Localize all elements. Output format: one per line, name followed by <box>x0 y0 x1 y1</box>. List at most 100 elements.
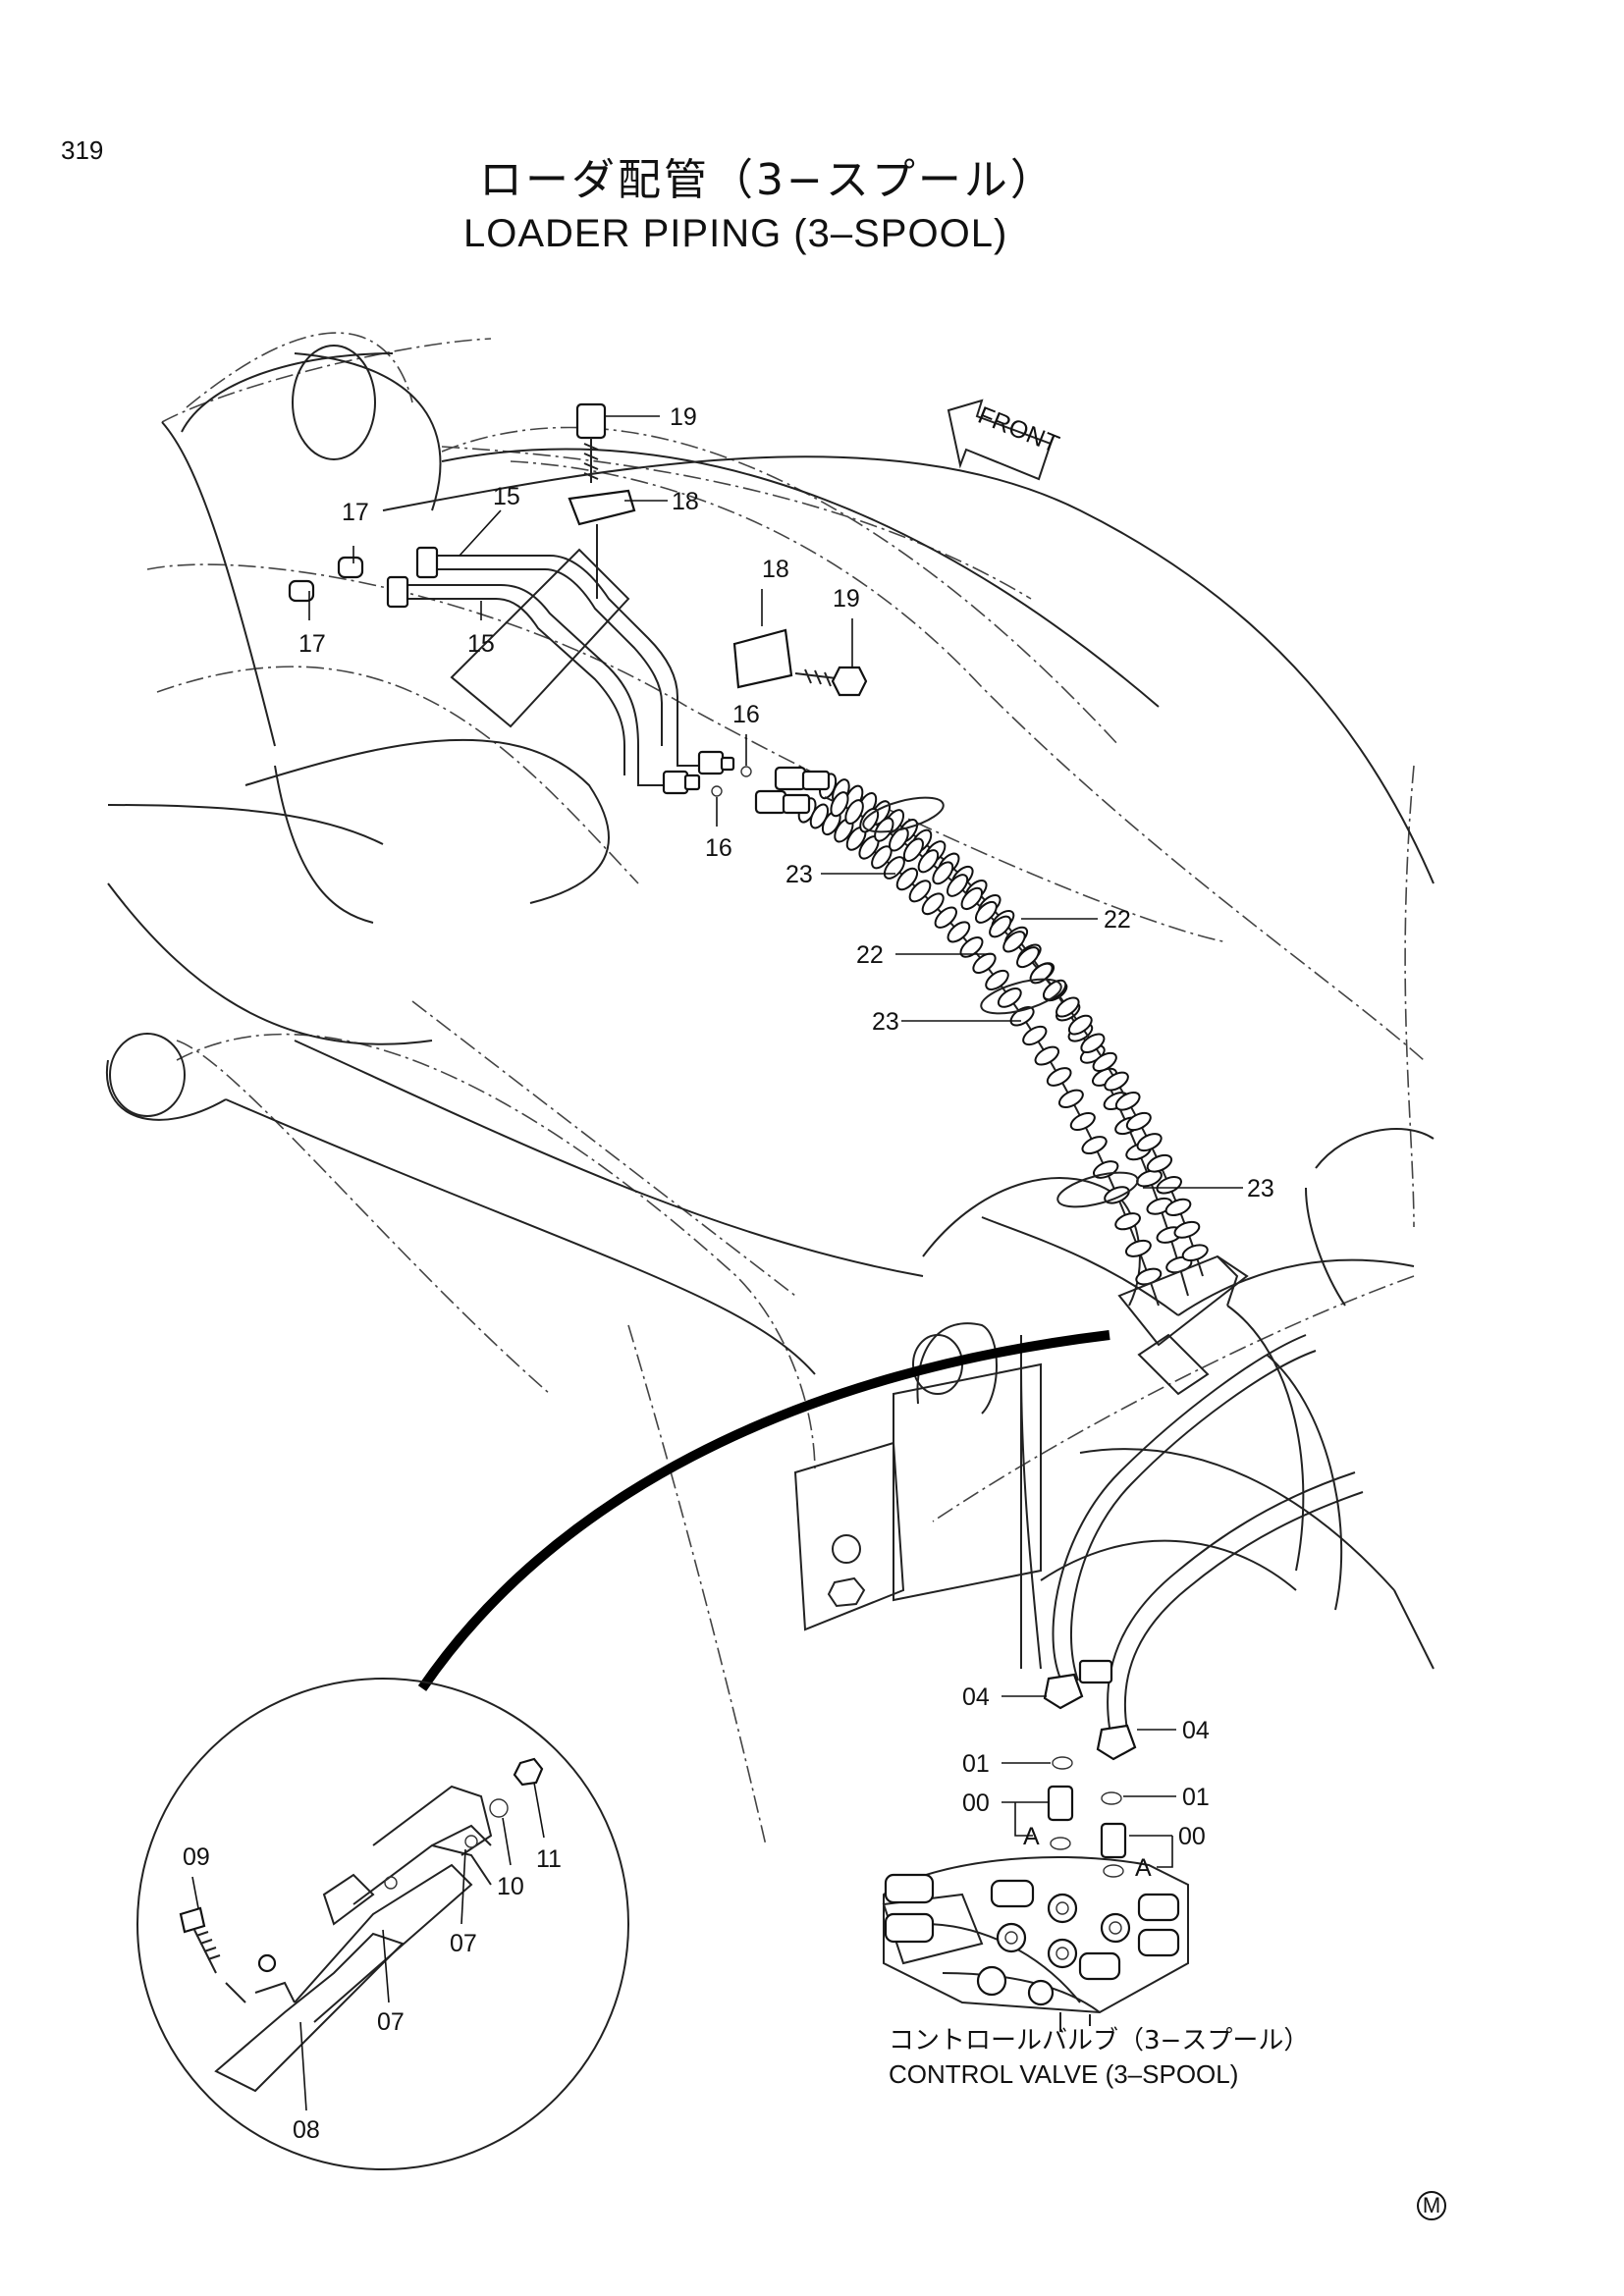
spiral-guard-segment <box>844 799 864 825</box>
callout-01-right: 01 <box>1182 1784 1210 1811</box>
control-valve-caption-japanese: コントロールバルブ（3−スプール） <box>889 2026 1310 2056</box>
spiral-guard-segment <box>830 791 849 818</box>
callout-23-c: 23 <box>1247 1175 1274 1202</box>
spiral-guard-segment <box>1156 1176 1182 1195</box>
callout-04-left: 04 <box>962 1683 990 1711</box>
callout-23-b: 23 <box>872 1008 899 1036</box>
pipe-line-15 <box>386 546 735 795</box>
spiral-guard-segment <box>921 892 945 916</box>
callout-numbers: 19 18 17 15 17 15 18 19 16 16 23 22 22 2… <box>183 403 1274 2144</box>
callout-17-lower: 17 <box>298 630 326 658</box>
spiral-guard-segment <box>960 886 984 911</box>
callout-18-lower: 18 <box>762 556 789 583</box>
spiral-guard-segment <box>932 861 954 885</box>
detail-view-circle <box>136 1330 1110 2170</box>
o-ring-16-lower <box>711 785 723 797</box>
spiral-guard-segment <box>1022 1025 1048 1046</box>
spiral-guard-segment <box>908 880 932 903</box>
page-title-english: LOADER PIPING (3–SPOOL) <box>463 212 1008 255</box>
detail-leader-curve <box>417 1330 1110 1691</box>
clamp-18-lower <box>732 628 793 689</box>
callout-00-right: 00 <box>1178 1823 1206 1850</box>
spiral-guard-segment <box>1046 1067 1072 1087</box>
hose-top-fittings <box>754 766 831 815</box>
plug-17-upper <box>337 556 364 579</box>
spiral-guard-segment <box>1104 1071 1129 1092</box>
spiral-guard-segment <box>974 900 998 924</box>
spiral-guard-segment <box>917 849 940 874</box>
page-title-japanese: ローダ配管（3−スプール） <box>479 155 1056 205</box>
spiral-guard-segment <box>1093 1160 1119 1179</box>
callout-22-a: 22 <box>1104 906 1131 934</box>
spiral-guard-segment <box>1114 1212 1141 1231</box>
callout-15-upper: 15 <box>493 483 520 510</box>
callout-18-upper: 18 <box>672 488 699 515</box>
spiral-guard-segment <box>1114 1092 1141 1111</box>
callout-11: 11 <box>536 1845 562 1873</box>
spiral-guard-segment <box>1002 931 1026 953</box>
clamp-and-bolt-parts <box>288 402 868 797</box>
spiral-guard-segment <box>1125 1111 1152 1132</box>
lower-hose-04-assembly <box>1043 1334 1364 1878</box>
o-ring-16-upper <box>740 766 752 777</box>
adapter-00-left <box>1047 1785 1074 1822</box>
spiral-guard-segment <box>1124 1239 1152 1257</box>
callout-a-right: A <box>1135 1854 1152 1882</box>
spiral-guard-segment <box>902 837 924 863</box>
spiral-guard-segment <box>1081 1136 1108 1155</box>
clamp-18-upper <box>568 489 636 526</box>
spiral-guard-segment <box>947 921 971 943</box>
hose-04-right-nut <box>1096 1724 1137 1761</box>
callout-08: 08 <box>293 2116 320 2144</box>
spiral-guard-segment <box>1034 1045 1060 1066</box>
hose-line <box>824 796 1204 1277</box>
callout-19-lower: 19 <box>833 585 860 613</box>
spiral-guard-segment <box>1136 1133 1163 1152</box>
callout-leader-lines <box>191 415 1243 2111</box>
spiral-guard-segment <box>947 874 969 897</box>
front-label: FRONT <box>974 401 1062 458</box>
adapter-00-right <box>1100 1822 1127 1859</box>
callout-07-upper: 07 <box>450 1930 477 1957</box>
spiral-guard-segment <box>1146 1153 1173 1173</box>
spiral-guard-segment <box>1080 1033 1106 1054</box>
callout-15-lower: 15 <box>467 630 495 658</box>
page-number: 319 <box>61 135 104 165</box>
bolt-19-upper-head <box>575 402 607 440</box>
detail-nut-11 <box>513 1757 544 1787</box>
callout-09: 09 <box>183 1843 210 1871</box>
callout-00-left: 00 <box>962 1789 990 1817</box>
hose-band-23 <box>1056 1171 1139 1208</box>
hose-support-bracket <box>1117 1255 1249 1396</box>
spiral-guard-segment <box>1181 1244 1209 1262</box>
loader-arm-phantom-outline <box>146 332 1425 1846</box>
callout-07-lower: 07 <box>377 2008 405 2036</box>
hose-04-left-nut <box>1043 1673 1084 1710</box>
spiral-guard-segment <box>1056 996 1080 1018</box>
spiral-guard-segment <box>895 867 919 891</box>
callout-04-right: 04 <box>1182 1717 1210 1744</box>
callout-01-left: 01 <box>962 1750 990 1778</box>
spiral-guard-segment <box>1164 1198 1192 1216</box>
spiral-guard-segment <box>1057 1089 1084 1108</box>
callout-17-upper: 17 <box>342 499 369 526</box>
spiral-guard-segment <box>1067 1014 1093 1036</box>
callout-16-lower: 16 <box>705 834 732 862</box>
spiral-guard-segment <box>1104 1186 1130 1204</box>
boom-body-outline <box>105 345 1435 1670</box>
hose-band-23 <box>980 978 1062 1015</box>
plug-17-lower <box>288 579 315 603</box>
spiral-guard-segment <box>989 915 1012 938</box>
callout-a-left: A <box>1023 1823 1040 1850</box>
o-ring-01-right <box>1101 1791 1122 1805</box>
callout-10: 10 <box>497 1873 524 1900</box>
control-valve-caption-english: CONTROL VALVE (3–SPOOL) <box>889 2059 1239 2089</box>
spiral-guard-segment <box>1016 946 1040 969</box>
callout-23-a: 23 <box>785 861 813 888</box>
spiral-guard-segment <box>972 952 997 974</box>
spiral-guard-segment <box>1173 1220 1201 1239</box>
spiral-guard-segment <box>1069 1111 1096 1132</box>
spiral-guard-segment <box>1092 1051 1117 1072</box>
